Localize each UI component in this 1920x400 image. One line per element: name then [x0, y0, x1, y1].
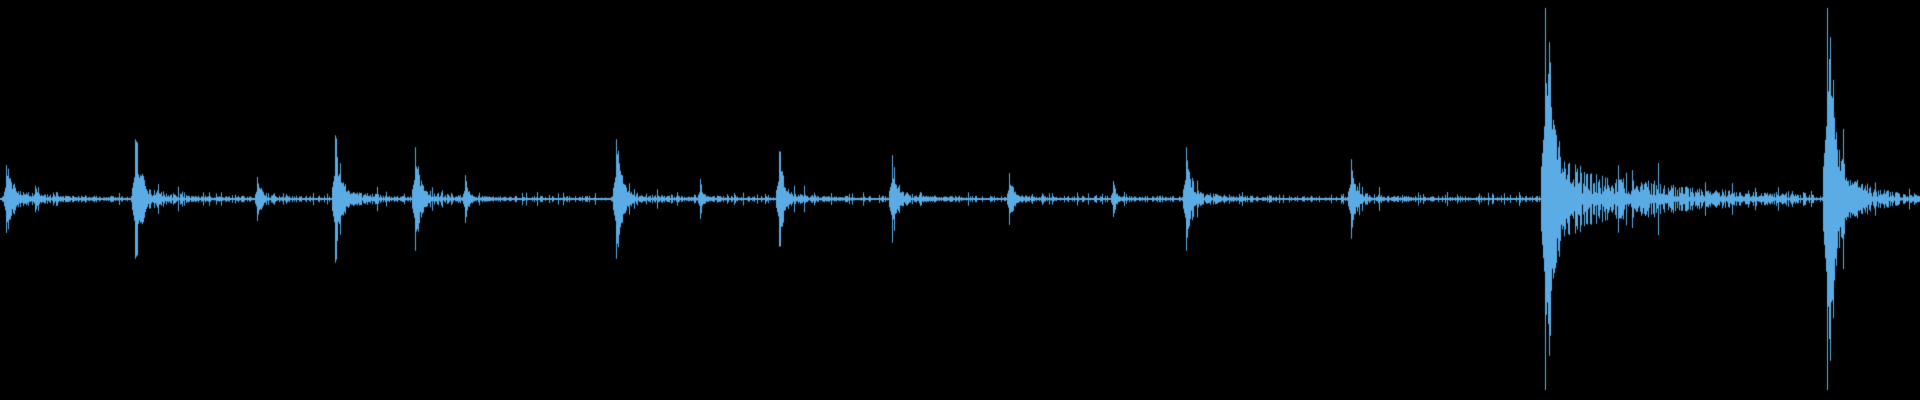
waveform-overlay	[0, 0, 1920, 400]
audio-waveform-canvas[interactable]	[0, 0, 1920, 400]
waveform-viewer: Audio Waveform	[0, 0, 1920, 400]
